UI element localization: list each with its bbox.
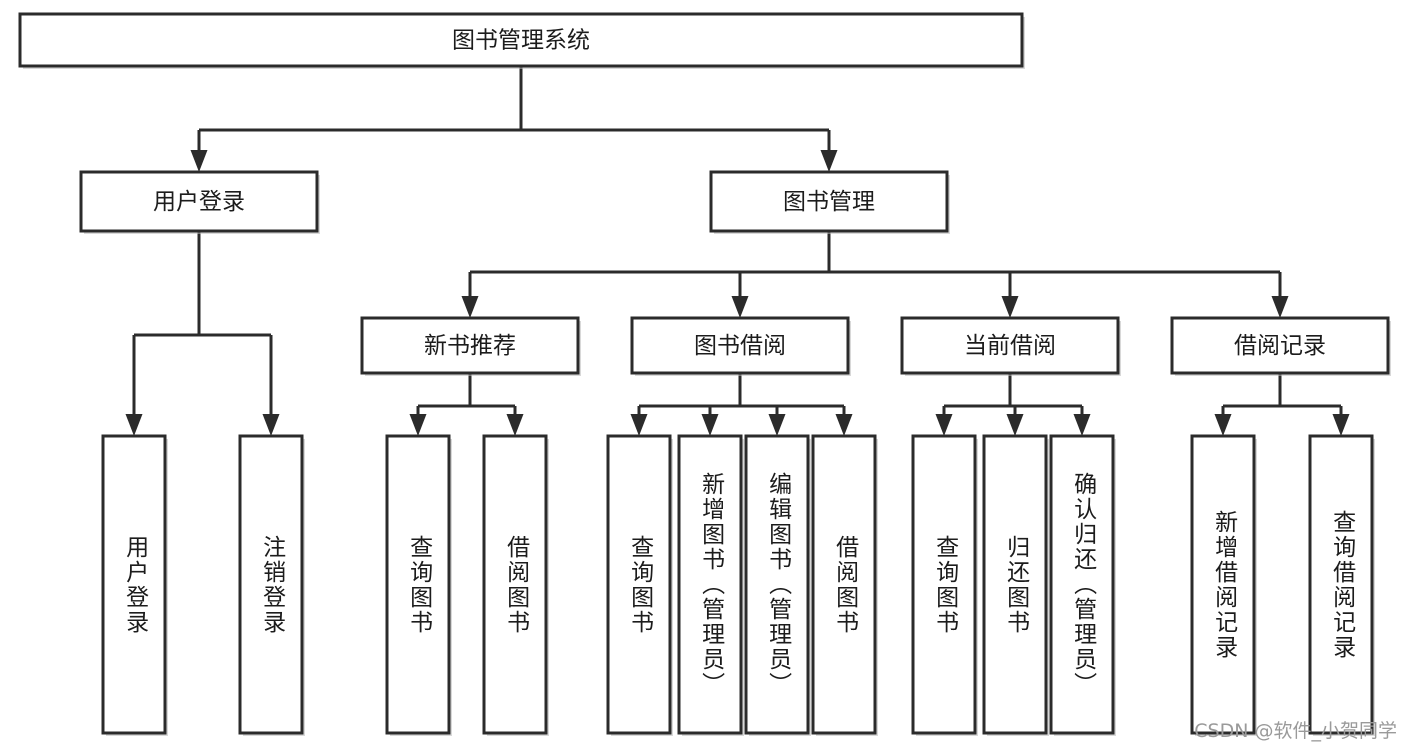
node-leaf-user-logout-box[interactable]: [238, 434, 304, 735]
node-leaf-borrow-book-recommend-box[interactable]: [482, 434, 548, 735]
node-root-label: 图书管理系统: [452, 28, 590, 54]
book-manage-arrow-0: [461, 296, 479, 318]
book-manage-arrow-3: [1271, 296, 1289, 318]
node-book-manage-label: 图书管理: [783, 189, 875, 215]
node-leaf-borrow-book-box[interactable]: [811, 434, 877, 735]
book-manage-arrow-2: [1001, 296, 1019, 318]
node-current-borrow-label: 当前借阅: [964, 333, 1056, 359]
node-leaf-confirm-return-box[interactable]: [1049, 434, 1115, 735]
user-login-arrow-1: [262, 414, 280, 436]
node-leaf-query-book-borrow-box[interactable]: [606, 434, 672, 735]
node-leaf-edit-book-box[interactable]: [744, 434, 810, 735]
csdn-watermark: CSDN @软件_小贺同学: [1194, 720, 1397, 742]
new-book-recommend-arrow-0: [409, 414, 427, 436]
node-borrow-record-label: 借阅记录: [1234, 333, 1326, 359]
node-leaf-query-book-recommend-box[interactable]: [385, 434, 451, 735]
borrow-record-arrow-1: [1332, 414, 1350, 436]
new-book-recommend-arrow-1: [506, 414, 524, 436]
node-book-borrow-box[interactable]: [630, 316, 850, 375]
node-new-book-recommend-box[interactable]: [360, 316, 580, 375]
node-borrow-record-box[interactable]: [1170, 316, 1390, 375]
node-root-box[interactable]: [18, 12, 1024, 68]
node-new-book-recommend-label: 新书推荐: [424, 333, 516, 359]
user-login-arrow-0: [125, 414, 143, 436]
node-leaf-add-book-box[interactable]: [677, 434, 743, 735]
root-arrow-0: [190, 150, 208, 172]
node-leaf-query-book-current-box[interactable]: [911, 434, 977, 735]
root-arrow-1: [820, 150, 838, 172]
node-current-borrow-box[interactable]: [900, 316, 1120, 375]
current-borrow-arrow-0: [935, 414, 953, 436]
node-book-borrow-label: 图书借阅: [694, 333, 786, 359]
boxes-layer: [18, 12, 1391, 736]
book-borrow-arrow-2: [768, 414, 786, 436]
book-borrow-arrow-3: [835, 414, 853, 436]
current-borrow-arrow-2: [1073, 414, 1091, 436]
node-leaf-query-borrow-record-box[interactable]: [1308, 434, 1374, 735]
node-leaf-user-login-box[interactable]: [101, 434, 167, 735]
node-user-login-label: 用户登录: [153, 189, 245, 215]
book-borrow-arrow-0: [630, 414, 648, 436]
book-borrow-arrow-1: [701, 414, 719, 436]
node-user-login-box[interactable]: [79, 170, 319, 233]
borrow-record-arrow-0: [1214, 414, 1232, 436]
current-borrow-arrow-1: [1006, 414, 1024, 436]
node-leaf-return-book-box[interactable]: [982, 434, 1048, 735]
book-manage-arrow-1: [731, 296, 749, 318]
connectors-layer: [125, 66, 1350, 436]
node-leaf-add-borrow-record-box[interactable]: [1190, 434, 1256, 735]
node-book-manage-box[interactable]: [709, 170, 949, 233]
